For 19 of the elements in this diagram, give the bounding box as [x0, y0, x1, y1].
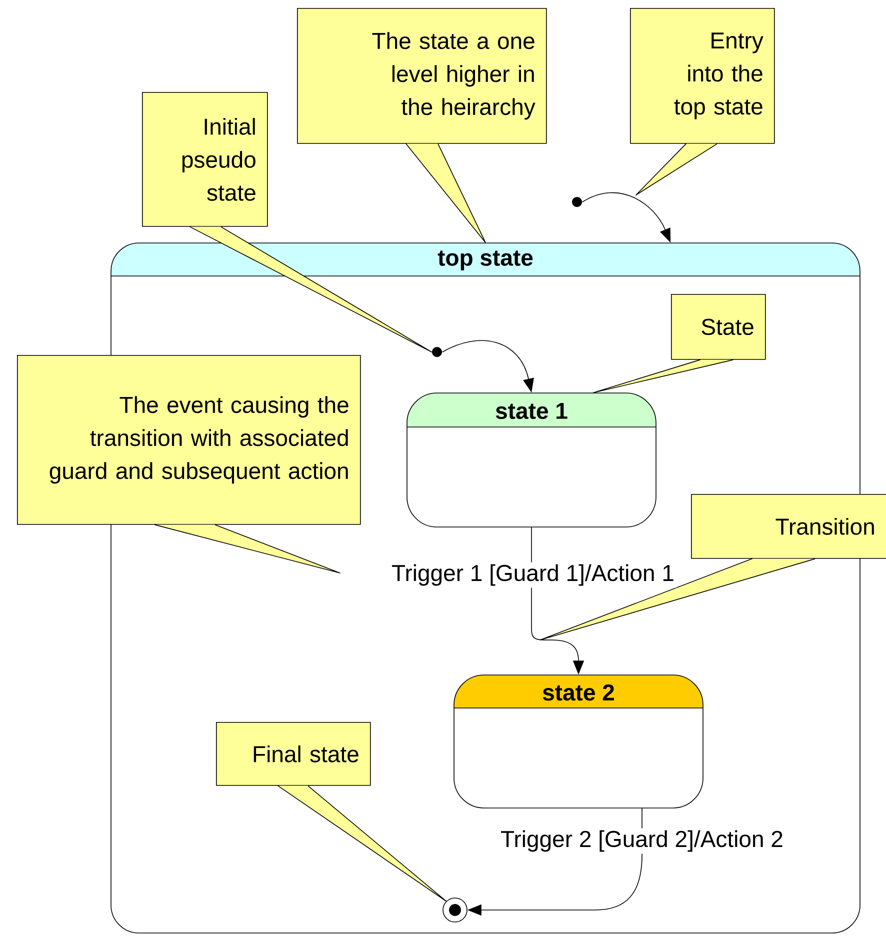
edge-label: Trigger 1 [Guard 1]/Action 1 [390, 562, 676, 588]
node-label: Initial pseudo state [182, 118, 256, 201]
callout-box: The state a one level higher in the heirarchy [297, 8, 547, 243]
callout-box: Entry into the top state [630, 8, 775, 195]
final-state-circle [442, 898, 468, 922]
leader-line [154, 524, 340, 574]
callout-box: State [594, 294, 766, 393]
state-box: state 2 [454, 674, 704, 808]
leader-line [278, 785, 447, 902]
initial-dot [432, 347, 442, 357]
state-box: state 1 [406, 392, 656, 528]
leader-line [593, 359, 734, 393]
leader-line [540, 558, 816, 640]
node-label: Final state [254, 745, 358, 762]
leader-line [190, 226, 432, 352]
initial-dot [572, 197, 582, 207]
callout-box: The event causing the transition with associated guard and subsequent action [17, 355, 361, 573]
callout-box: Final state [216, 722, 446, 902]
edge-label: Trigger 2 [Guard 2]/Action 2 [498, 828, 786, 854]
